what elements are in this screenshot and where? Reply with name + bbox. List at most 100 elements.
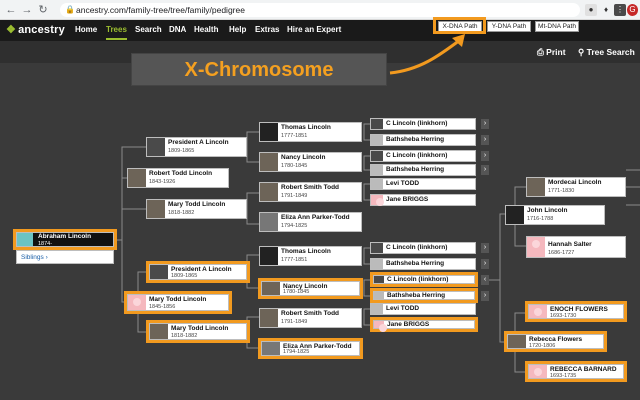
mt-dna-path-button[interactable]: Mt-DNA Path (535, 21, 579, 32)
chevron-right-icon[interactable]: › (481, 291, 489, 301)
lock-icon: 🔒 (65, 5, 75, 14)
nav-home[interactable]: Home (75, 25, 98, 34)
person-dates: 1771-1830 (548, 188, 575, 194)
person-name: President A Lincoln (168, 139, 229, 146)
person-name: C Lincoln (linkhorn) (386, 244, 448, 251)
person-card[interactable]: Nancy Lincoln 1780-1845 (259, 152, 362, 172)
person-photo (260, 309, 278, 327)
person-card[interactable]: Hannah Salter 1686-1727 (526, 236, 626, 258)
person-dates: 1874- (38, 241, 53, 247)
avatar[interactable]: G (627, 4, 638, 16)
person-card[interactable]: John Lincoln 1716-1788 (505, 205, 605, 225)
person-card[interactable]: Mary Todd Lincoln 1818-1882 (149, 323, 247, 340)
leaf-icon: ❖ (6, 24, 17, 36)
person-card[interactable]: Robert Smith Todd 1791-1849 (259, 182, 362, 202)
person-card[interactable]: Jane BRIGGS (370, 194, 476, 206)
nav-health[interactable]: Health (194, 25, 219, 34)
person-name: Mary Todd Lincoln (171, 325, 229, 332)
person-card[interactable]: REBECCA BARNARD 1693-1735 (528, 364, 624, 379)
siblings-link[interactable]: Siblings › (16, 250, 114, 264)
person-dates: 1780-1845 (281, 163, 308, 169)
y-dna-path-button[interactable]: Y-DNA Path (487, 21, 531, 32)
person-card[interactable]: ENOCH FLOWERS 1693-1730 (528, 304, 624, 319)
person-photo (527, 237, 545, 257)
person-card[interactable]: Eliza Ann Parker-Todd 1794-1825 (259, 212, 362, 232)
person-name: Thomas Lincoln (281, 124, 331, 131)
person-card[interactable]: Nancy Lincoln 1780-1845 (261, 281, 360, 296)
person-photo (262, 282, 280, 295)
nav-trees[interactable]: Trees (106, 25, 127, 40)
person-photo (371, 151, 383, 161)
person-card[interactable]: Rebecca Flowers 1720-1806 (507, 334, 604, 349)
url-text: ancestry.com/family-tree/tree/family/ped… (76, 5, 245, 15)
person-name: Levi TODD (386, 305, 420, 312)
address-bar[interactable]: 🔒 ancestry.com/family-tree/tree/family/p… (60, 3, 580, 17)
person-photo (260, 123, 278, 141)
person-card[interactable]: Bathsheba Herring (373, 291, 475, 300)
chevron-right-icon[interactable]: › (481, 151, 489, 161)
person-dates: 1791-1849 (281, 319, 308, 325)
person-card[interactable]: Bathsheba Herring (370, 134, 476, 146)
person-photo (371, 135, 383, 145)
person-photo (371, 165, 383, 175)
person-card[interactable]: Thomas Lincoln 1777-1851 (259, 246, 362, 266)
chevron-right-icon[interactable]: › (481, 165, 489, 175)
chevron-right-icon[interactable]: › (481, 119, 489, 129)
person-card[interactable]: Jane BRIGGS (373, 320, 475, 332)
reload-icon[interactable]: ↻ (38, 4, 48, 16)
person-card[interactable]: C Lincoln (linkhorn) (370, 150, 476, 162)
person-card[interactable]: Robert Todd Lincoln 1843-1926 (127, 168, 229, 188)
person-card[interactable]: Bathsheba Herring (370, 258, 476, 270)
person-photo (374, 292, 384, 299)
person-name: REBECCA BARNARD (550, 366, 617, 373)
puzzle-icon[interactable]: ♦ (603, 5, 609, 14)
person-name: Thomas Lincoln (281, 248, 331, 255)
person-card[interactable]: C Lincoln (linkhorn) (370, 118, 476, 130)
extension-icon[interactable]: ● (585, 4, 597, 16)
chevron-right-icon[interactable]: › (481, 243, 489, 253)
person-card[interactable]: President A Lincoln 1809-1865 (146, 137, 247, 157)
person-card[interactable]: President A Lincoln 1809-1865 (149, 264, 247, 280)
person-photo (506, 206, 524, 224)
forward-icon[interactable]: → (21, 4, 33, 16)
person-dates: 1693-1735 (550, 373, 577, 379)
person-dates: 1777-1851 (281, 133, 308, 139)
person-card[interactable]: Eliza Ann Parker-Todd 1794-1825 (261, 341, 360, 356)
person-name: Robert Todd Lincoln (149, 170, 213, 177)
person-card[interactable]: Mary Todd Lincoln 1818-1882 (146, 199, 247, 219)
logo-text: ancestry (18, 24, 65, 36)
person-dates: 1818-1882 (171, 333, 198, 339)
menu-icon[interactable]: ⋮ (614, 4, 626, 16)
nav-search[interactable]: Search (135, 25, 162, 34)
person-card[interactable]: C Lincoln (linkhorn) (370, 242, 476, 254)
person-card[interactable]: Mary Todd Lincoln 1845-1856 (127, 294, 229, 311)
person-card[interactable]: Mordecai Lincoln 1771-1830 (526, 177, 626, 197)
tree-search-button[interactable]: ⚲ Tree Search (578, 46, 635, 58)
nav-help[interactable]: Help (229, 25, 247, 34)
person-name: Jane BRIGGS (386, 196, 429, 203)
person-card[interactable]: Levi TODD (370, 178, 476, 190)
person-dates: 1716-1788 (527, 216, 554, 222)
nav-hire-expert[interactable]: Hire an Expert (287, 25, 342, 34)
chevron-right-icon[interactable]: › (481, 259, 489, 269)
person-card[interactable]: Robert Smith Todd 1791-1849 (259, 308, 362, 328)
nav-extras[interactable]: Extras (255, 25, 280, 34)
person-photo (508, 335, 526, 348)
person-card[interactable]: Levi TODD (370, 303, 476, 315)
person-dates: 1845-1856 (149, 304, 176, 310)
chevron-left-icon[interactable]: ‹ (481, 275, 489, 285)
print-button[interactable]: ⎙ Print (537, 46, 566, 58)
chevron-right-icon[interactable]: › (481, 135, 489, 145)
person-name: Eliza Ann Parker-Todd (283, 343, 352, 350)
root-person-card[interactable]: Abraham Lincoln 1874- (16, 232, 114, 247)
person-card[interactable]: C Lincoln (linkhorn) (373, 275, 475, 284)
person-card[interactable]: Thomas Lincoln 1777-1851 (259, 122, 362, 142)
ancestry-logo[interactable]: ❖ancestry (6, 23, 65, 36)
back-icon[interactable]: ← (5, 4, 17, 16)
person-photo (371, 243, 383, 253)
person-card[interactable]: Bathsheba Herring (370, 164, 476, 176)
person-dates: 1809-1865 (168, 148, 195, 154)
print-label: Print (546, 47, 566, 57)
nav-dna[interactable]: DNA (169, 25, 187, 34)
person-name: ENOCH FLOWERS (550, 306, 608, 313)
